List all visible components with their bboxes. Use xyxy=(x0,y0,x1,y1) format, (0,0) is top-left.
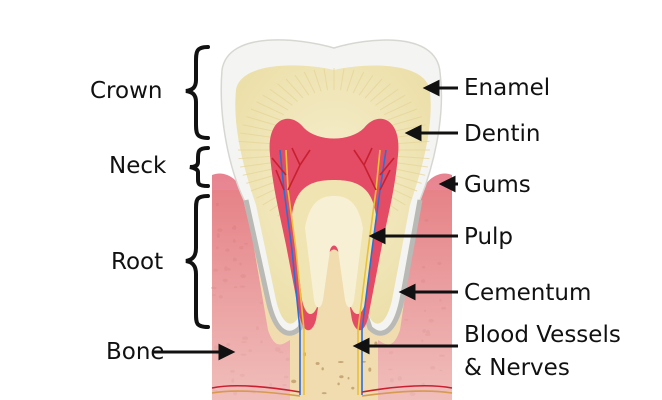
blood-vessels xyxy=(211,147,453,397)
label-dentin: Dentin xyxy=(464,121,541,147)
dentin-tubule xyxy=(370,83,391,102)
dentin-tubule xyxy=(395,140,430,145)
dentin-tubule xyxy=(346,69,355,92)
dentin-tubule xyxy=(390,116,422,127)
dentin-tubule xyxy=(269,88,293,106)
dentin-tubule xyxy=(246,116,278,127)
cementum-arrow-head xyxy=(398,283,416,301)
bone-pore xyxy=(321,367,324,371)
dentin-tubule xyxy=(379,94,406,111)
dentin-tubule xyxy=(242,168,276,176)
dentin-tubule xyxy=(240,132,274,138)
label-crown: Crown xyxy=(90,78,163,104)
dentin-tubule xyxy=(256,101,285,116)
label-gums: Gums xyxy=(464,172,531,198)
bone-pore xyxy=(337,361,344,363)
dentin-tubule xyxy=(285,78,304,99)
dentin-tubule xyxy=(340,68,345,91)
dentin-tubule xyxy=(383,101,412,116)
dentin-tubule xyxy=(240,162,274,168)
dentin-tubule xyxy=(395,155,430,160)
bone-pore xyxy=(337,382,340,386)
dentin-tubule xyxy=(303,71,316,94)
gums-left xyxy=(212,173,290,400)
gums-arrow-head xyxy=(438,175,456,193)
dentin-tubule xyxy=(250,108,281,121)
dentin-tubule xyxy=(394,162,428,168)
dentin-tubule xyxy=(352,71,365,94)
dentin-tubule xyxy=(246,173,278,184)
dentin-tubule xyxy=(277,83,298,102)
label-bone: Bone xyxy=(106,339,165,365)
inner-dentin-highlight xyxy=(305,196,363,308)
label-neck: Neck xyxy=(109,153,167,179)
dentin-tubule xyxy=(313,69,322,92)
label-cementum: Cementum xyxy=(464,280,592,306)
bone-pore xyxy=(361,360,366,363)
label-enamel: Enamel xyxy=(464,75,551,101)
dentin-tubule xyxy=(375,88,399,106)
bone-pore xyxy=(321,392,327,395)
bone-pore xyxy=(351,386,355,390)
label-nerves: & Nerves xyxy=(464,355,570,381)
dentin-tubule xyxy=(262,94,289,111)
label-braces xyxy=(185,45,210,329)
bone-pore xyxy=(315,362,320,365)
root-brace xyxy=(185,194,210,329)
dentin-tubule xyxy=(238,140,273,145)
label-pulp: Pulp xyxy=(464,224,514,250)
enamel-arrow-head xyxy=(422,79,440,97)
label-blood-vessels: Blood Vessels xyxy=(464,322,621,348)
dentin-tubule xyxy=(242,124,276,132)
label-arrows xyxy=(152,79,458,361)
vessels-arrow-head xyxy=(352,337,370,355)
bone-arrow-head xyxy=(218,343,236,361)
dentin-tubule xyxy=(364,78,383,99)
bone-pore xyxy=(291,379,297,384)
dentin-tubule xyxy=(392,168,426,176)
dentin-arrow-head xyxy=(404,124,422,142)
label-root: Root xyxy=(111,249,164,275)
dentin-tubule xyxy=(358,74,374,96)
dentin-tubule xyxy=(390,173,422,184)
neck-brace xyxy=(189,146,210,188)
dentin-tubule xyxy=(387,108,418,121)
bone-pore xyxy=(347,376,350,380)
bone-pore xyxy=(339,375,344,379)
crown-brace xyxy=(185,45,210,140)
pulp-arrow-head xyxy=(368,227,386,245)
dentin-tubule xyxy=(294,74,310,96)
bone-pore xyxy=(368,367,372,372)
dentin-tubule xyxy=(238,155,273,160)
dentin-tubule xyxy=(323,68,328,91)
